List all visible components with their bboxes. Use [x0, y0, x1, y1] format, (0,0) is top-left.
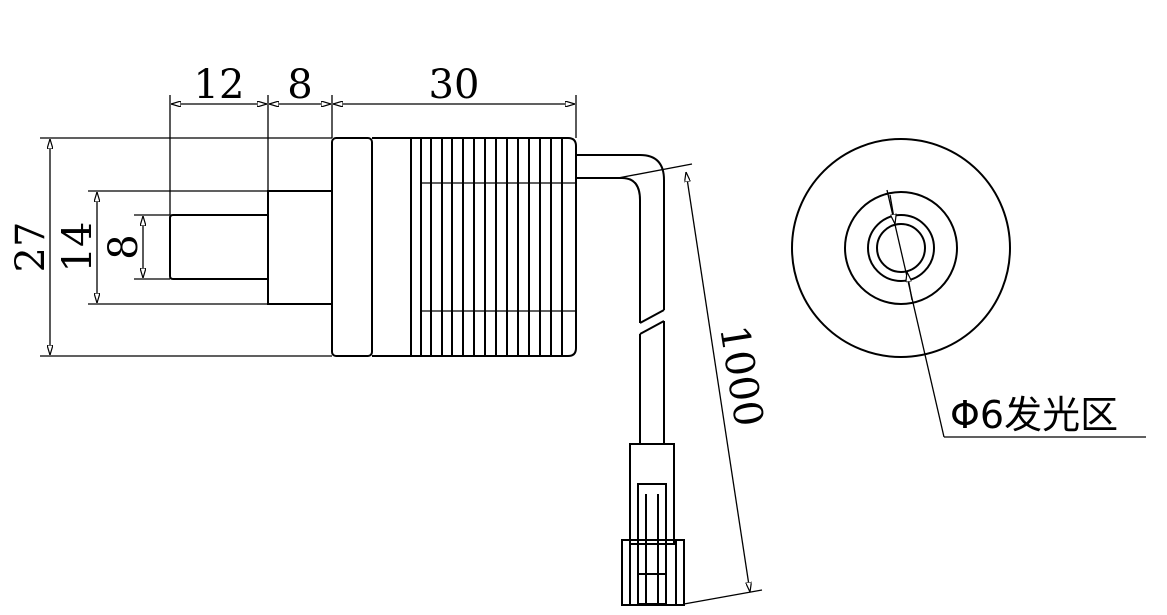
outer-circle: [791, 138, 1011, 358]
front-view: Φ6发光区: [791, 138, 1146, 438]
dim-cable-length: 1000: [710, 322, 771, 430]
lens-outer-circle: [867, 214, 935, 282]
left-dimensions: 27 14 8: [8, 137, 332, 357]
dim-dia-mid: 14: [55, 222, 101, 273]
dim-dia-rear: 8: [101, 234, 147, 259]
dim-dia-outer: 27: [8, 222, 54, 273]
top-dimensions: 12 8 30: [169, 62, 577, 215]
fin-roots: [421, 182, 576, 312]
emitting-area-label: Φ6发光区: [950, 393, 1118, 437]
side-view: 12 8 30 27 14 8 1000: [8, 62, 772, 606]
mid-circle: [844, 191, 958, 305]
dim-length-mid: 8: [287, 62, 312, 108]
dim-length-rear: 12: [194, 62, 245, 108]
cable-connector: [621, 443, 685, 606]
cable: [576, 154, 665, 444]
heatsink-body: [372, 137, 577, 357]
rear-cylinder: [169, 214, 268, 280]
front-cap: [331, 137, 373, 357]
heatsink-fins: [420, 138, 563, 356]
cable-length-dimension: 1000: [617, 163, 772, 605]
dim-length-body: 30: [429, 62, 480, 108]
lens-inner-circle: [876, 223, 926, 273]
mid-cylinder: [267, 190, 333, 305]
emitting-area-leader: [886, 189, 1146, 438]
